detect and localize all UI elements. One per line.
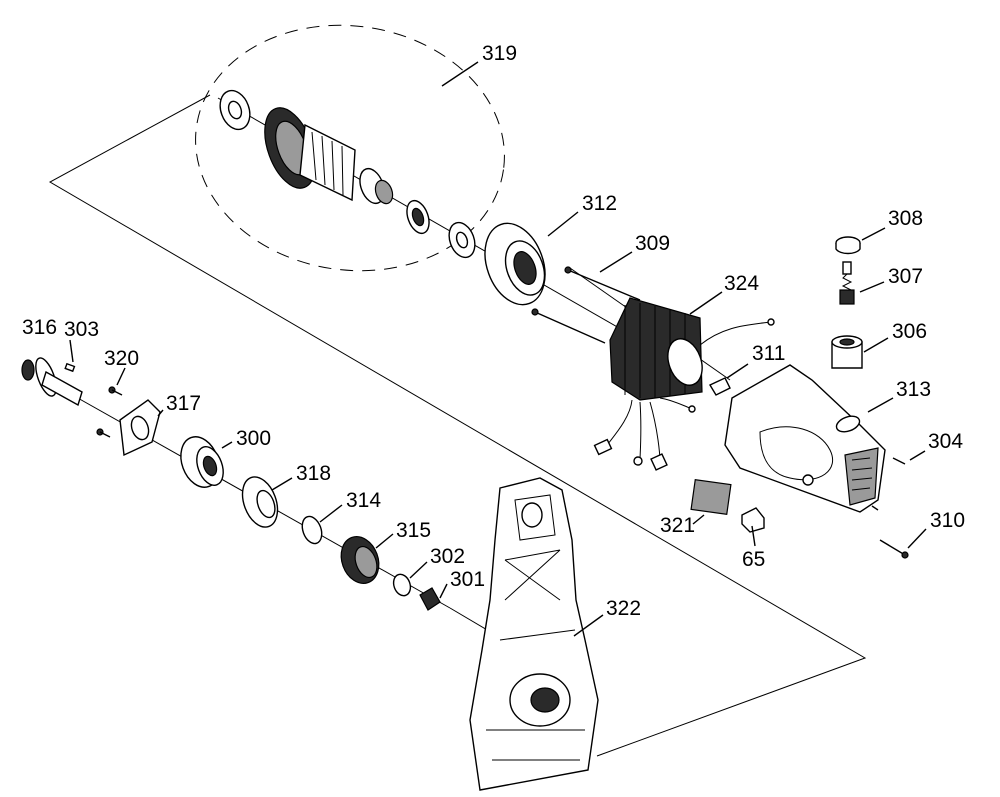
label-304: 304 [928, 430, 963, 453]
motor-housing-313 [724, 364, 886, 513]
label-314: 314 [346, 489, 381, 512]
label-plate-321 [690, 478, 732, 516]
bearing-retainer-318 [241, 476, 279, 528]
retaining-ring-302 [392, 573, 412, 597]
label-308: 308 [888, 207, 923, 230]
key-303 [64, 362, 76, 373]
carbon-brush-307 [839, 261, 855, 305]
label-315: 315 [396, 519, 431, 542]
gear-315 [340, 536, 380, 584]
label-303: 303 [64, 318, 99, 341]
label-65: 65 [742, 548, 765, 571]
output-shaft-316 [21, 357, 83, 407]
screws-320 [96, 386, 123, 438]
long-screws-309 [531, 266, 641, 344]
armature-bearing-2 [448, 221, 476, 259]
label-319: 319 [482, 42, 517, 65]
screw-310 [871, 505, 909, 559]
label-310: 310 [930, 509, 965, 532]
label-307: 307 [888, 265, 923, 288]
clip-311 [709, 377, 731, 396]
knob-65 [741, 507, 765, 533]
label-309: 309 [635, 232, 670, 255]
screw-304 [892, 457, 906, 465]
label-302: 302 [430, 545, 465, 568]
label-322: 322 [606, 597, 641, 620]
armature-group-dashed-circle [195, 24, 505, 272]
label-321: 321 [660, 514, 695, 537]
label-318: 318 [296, 462, 331, 485]
brush-cap-308 [835, 236, 861, 255]
needle-bearing-301 [419, 587, 441, 611]
reference-plane-outline [48, 94, 867, 757]
gasket-plate-317 [119, 399, 161, 457]
armature-bearing-1 [406, 199, 430, 235]
baffle-312 [484, 222, 546, 306]
label-300: 300 [236, 427, 271, 450]
label-313: 313 [896, 378, 931, 401]
leader-lines [69, 61, 927, 637]
washer-314 [301, 515, 323, 545]
bearing-300 [180, 436, 224, 488]
label-312: 312 [582, 192, 617, 215]
label-311: 311 [752, 342, 785, 365]
label-317: 317 [166, 392, 201, 415]
stator-324 [593, 297, 775, 471]
label-316: 316 [22, 316, 57, 339]
gear-housing-322 [469, 477, 599, 791]
label-306: 306 [892, 320, 927, 343]
armature-assembly [219, 89, 394, 205]
label-324: 324 [724, 272, 759, 295]
label-320: 320 [104, 347, 139, 370]
label-301: 301 [450, 568, 485, 591]
brush-holder-306 [831, 335, 863, 369]
